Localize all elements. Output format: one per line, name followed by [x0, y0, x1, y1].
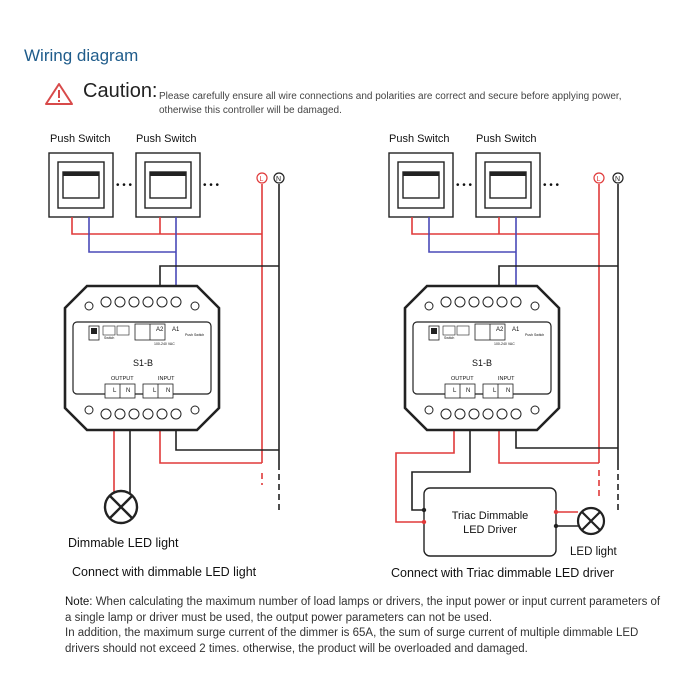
device-voltage: 100-240 VAC: [494, 342, 515, 346]
driver-line-1: Triac Dimmable: [452, 510, 529, 522]
device-model: S1-B: [472, 358, 492, 368]
left-diagram: Push Switch Push Switch • • • • • • L N: [48, 133, 285, 525]
note-label: Note:: [65, 596, 93, 608]
warning-icon: [45, 83, 73, 105]
right-caption: Connect with Triac dimmable LED driver: [391, 566, 614, 580]
device-voltage: 100-240 VAC: [154, 342, 175, 346]
output-label: OUTPUT: [111, 376, 134, 382]
push-switch-1: [48, 152, 114, 218]
left-caption: Connect with dimmable LED light: [72, 565, 257, 579]
device-a2: A2: [496, 327, 504, 333]
push-switch-4: [475, 152, 541, 218]
neutral-terminal-icon: [273, 172, 285, 184]
input-n: N: [506, 388, 510, 394]
right-diagram: Push Switch Push Switch • • • • • • L N: [388, 133, 624, 557]
push-switch-3: [388, 152, 454, 218]
device-a1: A1: [172, 327, 180, 333]
ellipsis: • • •: [116, 180, 133, 191]
neutral-terminal-icon: [612, 172, 624, 184]
switch-label-2: Push Switch: [136, 133, 197, 145]
note-block: Note: When calculating the maximum numbe…: [65, 595, 665, 657]
device-a2: A2: [156, 327, 164, 333]
device-switch-text: Switch: [104, 336, 114, 340]
switch-label-1: Push Switch: [50, 133, 111, 145]
input-label: INPUT: [498, 376, 515, 382]
terminal-l: L: [260, 176, 264, 183]
led-lamp-icon: [576, 506, 606, 536]
note-line-2: In addition, the maximum surge current o…: [65, 627, 639, 655]
output-label: OUTPUT: [451, 376, 474, 382]
switch-label-3: Push Switch: [389, 133, 450, 145]
input-l: L: [153, 388, 157, 394]
switch-label-4: Push Switch: [476, 133, 537, 145]
right-load-label: LED light: [570, 546, 617, 558]
left-load-label: Dimmable LED light: [68, 536, 179, 550]
device-a1: A1: [512, 327, 520, 333]
output-l: L: [113, 388, 117, 394]
input-l: L: [493, 388, 497, 394]
device-push-switch: Push Switch: [525, 333, 544, 337]
ellipsis: • • •: [543, 180, 560, 191]
input-label: INPUT: [158, 376, 175, 382]
page-title: Wiring diagram: [24, 46, 139, 65]
terminal-n: N: [615, 176, 620, 183]
caution-label: Caution:: [83, 80, 158, 102]
driver-line-2: LED Driver: [463, 524, 517, 536]
input-n: N: [166, 388, 170, 394]
triac-driver-box: [423, 487, 557, 557]
ellipsis: • • •: [456, 180, 473, 191]
output-n: N: [466, 388, 470, 394]
terminal-l: L: [597, 176, 601, 183]
output-n: N: [126, 388, 130, 394]
output-l: L: [453, 388, 457, 394]
ellipsis: • • •: [203, 180, 220, 191]
caution-text: Please carefully ensure all wire connect…: [159, 91, 622, 116]
live-terminal-icon: [256, 172, 268, 184]
terminal-n: N: [276, 176, 281, 183]
device-model: S1-B: [133, 358, 153, 368]
push-switch-2: [135, 152, 201, 218]
led-lamp-icon: [103, 489, 139, 525]
device-push-switch: Push Switch: [185, 333, 204, 337]
live-terminal-icon: [593, 172, 605, 184]
device-switch-text: Switch: [444, 336, 454, 340]
note-line-1: When calculating the maximum number of l…: [65, 596, 661, 624]
